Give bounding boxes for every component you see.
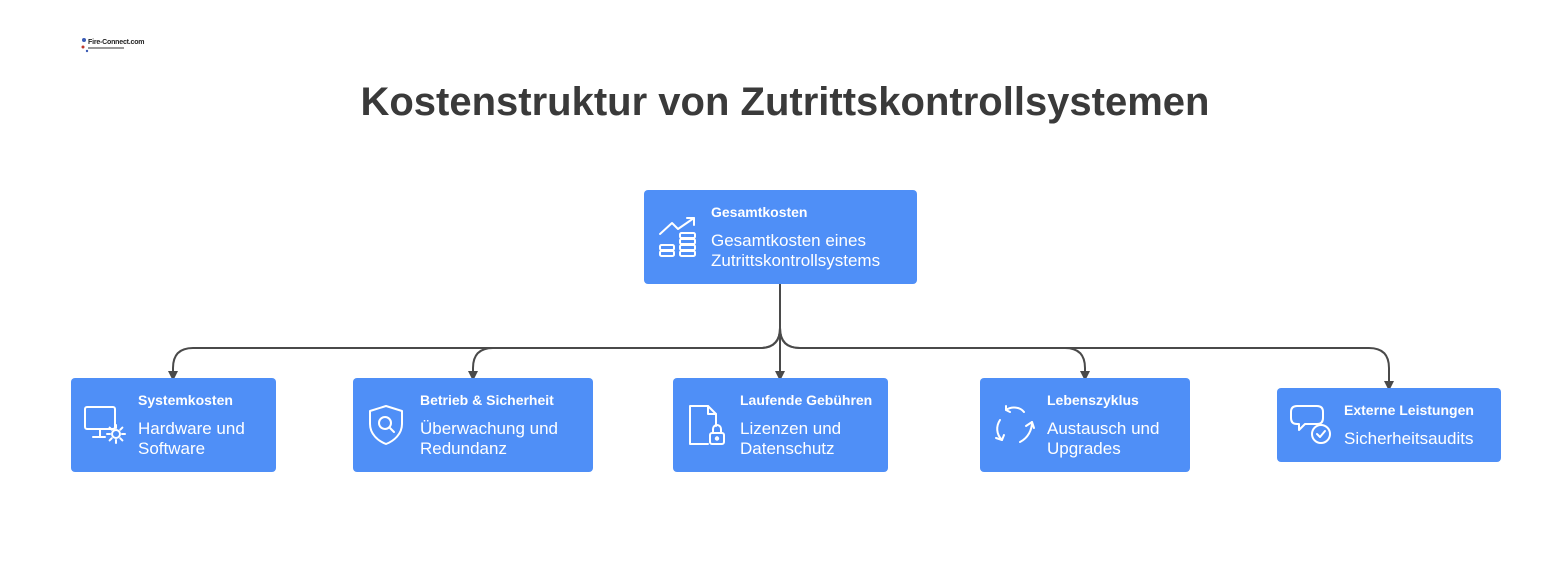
node-description-line2: Zutrittskontrollsystems <box>711 251 881 270</box>
node-heading: Laufende Gebühren <box>740 392 873 408</box>
logo-mark-icon <box>81 38 89 53</box>
node-description-line1: Lizenzen und <box>740 419 842 438</box>
node-heading: Externe Leistungen <box>1344 402 1474 418</box>
node-heading: Gesamtkosten <box>711 204 808 220</box>
node-laufende-gebuehren: Laufende Gebühren Lizenzen und Datenschu… <box>673 378 888 472</box>
node-description-line1: Gesamtkosten eines <box>711 231 866 250</box>
connector-systemkosten <box>168 284 781 381</box>
connector-lebenszyklus <box>779 284 1090 381</box>
node-heading: Lebenszyklus <box>1047 392 1139 408</box>
node-description-line2: Datenschutz <box>740 439 835 458</box>
node-description-line2: Redundanz <box>420 439 507 458</box>
chat-check-icon <box>1290 405 1331 444</box>
node-description-line1: Überwachung und <box>420 419 558 438</box>
node-betrieb-sicherheit: Betrieb & Sicherheit Überwachung und Red… <box>353 378 593 472</box>
logo-underline <box>88 47 124 49</box>
growth-coins-icon <box>659 217 696 257</box>
company-logo: Fire-Connect.com <box>80 34 145 54</box>
shield-search-icon <box>369 405 403 445</box>
node-lebenszyklus: Lebenszyklus Austausch und Upgrades <box>980 378 1190 472</box>
node-heading: Systemkosten <box>138 392 233 408</box>
page-title: Kostenstruktur von Zutrittskontrollsyste… <box>360 80 1210 124</box>
node-description-line1: Sicherheitsaudits <box>1344 429 1474 448</box>
node-systemkosten: Systemkosten Hardware und Software <box>71 378 276 472</box>
document-lock-icon <box>689 405 725 445</box>
connector-betrieb <box>468 284 781 381</box>
node-description-line1: Austausch und <box>1047 419 1160 438</box>
node-description-line2: Upgrades <box>1047 439 1121 458</box>
node-description-line1: Hardware und <box>138 419 245 438</box>
node-externe-leistungen: Externe Leistungen Sicherheitsaudits <box>1277 388 1501 462</box>
logo-text: Fire-Connect.com <box>88 39 145 46</box>
node-description-line2: Software <box>138 439 206 458</box>
cycle-arrows-icon <box>995 405 1035 443</box>
node-gesamtkosten: Gesamtkosten Gesamtkosten eines Zutritts… <box>644 190 917 284</box>
connector-externe <box>779 284 1394 391</box>
monitor-gear-icon <box>84 406 126 444</box>
node-heading: Betrieb & Sicherheit <box>420 392 554 408</box>
